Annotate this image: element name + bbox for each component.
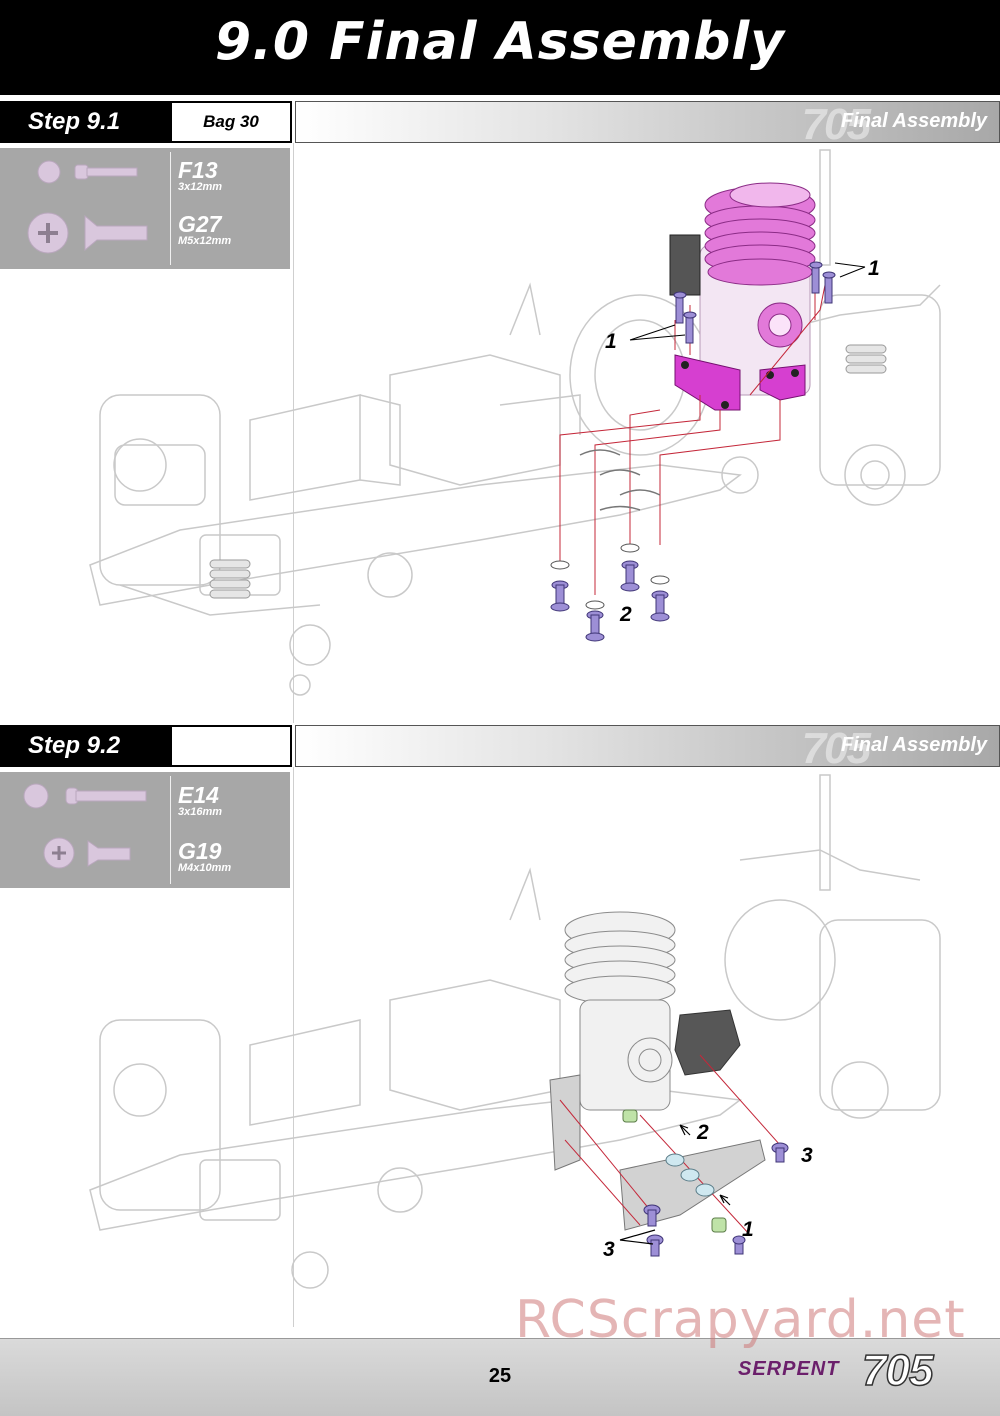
part-code: G19: [178, 838, 222, 864]
part-size: M4x10mm: [178, 862, 232, 874]
part-divider: [170, 152, 171, 265]
page-number: 25: [488, 1365, 512, 1387]
part-code: F13: [178, 157, 218, 183]
callout-label: 2: [697, 1121, 709, 1144]
callout-label: 1: [605, 330, 617, 353]
divider-line: [293, 767, 294, 1327]
callout-label: 1: [868, 257, 880, 280]
part-code: G27: [178, 211, 222, 237]
banner-title: Final Assembly: [841, 734, 987, 756]
step-9-1-illustration: [89, 149, 941, 696]
step-9-1-parts-panel: F13 3x12mm G27 M5x12mm: [0, 148, 290, 269]
callout-label: 2: [620, 603, 632, 626]
countersunk-screw-icon: [43, 837, 131, 869]
step-9-2-label: Step 9.2: [0, 725, 170, 767]
banner-watermark: 705: [801, 101, 871, 143]
banner-title: Final Assembly: [841, 110, 987, 132]
page-title-bar: [0, 0, 1000, 95]
step-9-2-parts-panel: E14 3x16mm G19 M4x10mm: [0, 772, 290, 888]
step-9-1-bag: Bag 30: [170, 101, 292, 143]
banner-watermark: 705: [801, 725, 871, 767]
part-size: 3x16mm: [178, 806, 223, 818]
divider-line: [293, 143, 294, 723]
page-footer: [0, 1338, 1000, 1416]
step-9-1-label: Step 9.1: [0, 101, 170, 143]
model-logo: 705: [861, 1345, 934, 1396]
callout-label: 1: [742, 1218, 754, 1241]
engine-icon: [669, 182, 816, 411]
step-9-2-illustration: [89, 774, 941, 1289]
brand-logo: SERPENT: [738, 1358, 840, 1380]
part-divider: [170, 776, 171, 884]
page-title: 9.0 Final Assembly: [214, 12, 786, 72]
countersunk-screw-icon: [27, 212, 148, 254]
callout-label: 3: [603, 1238, 615, 1261]
part-code: E14: [178, 782, 219, 808]
step-9-1-banner: 705 Final Assembly: [295, 101, 1000, 143]
step-9-2-banner: 705 Final Assembly: [295, 725, 1000, 767]
part-size: M5x12mm: [178, 235, 232, 247]
step-9-2-bag: [170, 725, 292, 767]
site-watermark: RCScrapyard.net: [515, 1290, 966, 1350]
button-head-screw-icon: [37, 160, 138, 184]
part-size: 3x12mm: [178, 181, 223, 193]
callout-label: 3: [801, 1144, 813, 1167]
button-head-screw-icon: [23, 783, 147, 809]
